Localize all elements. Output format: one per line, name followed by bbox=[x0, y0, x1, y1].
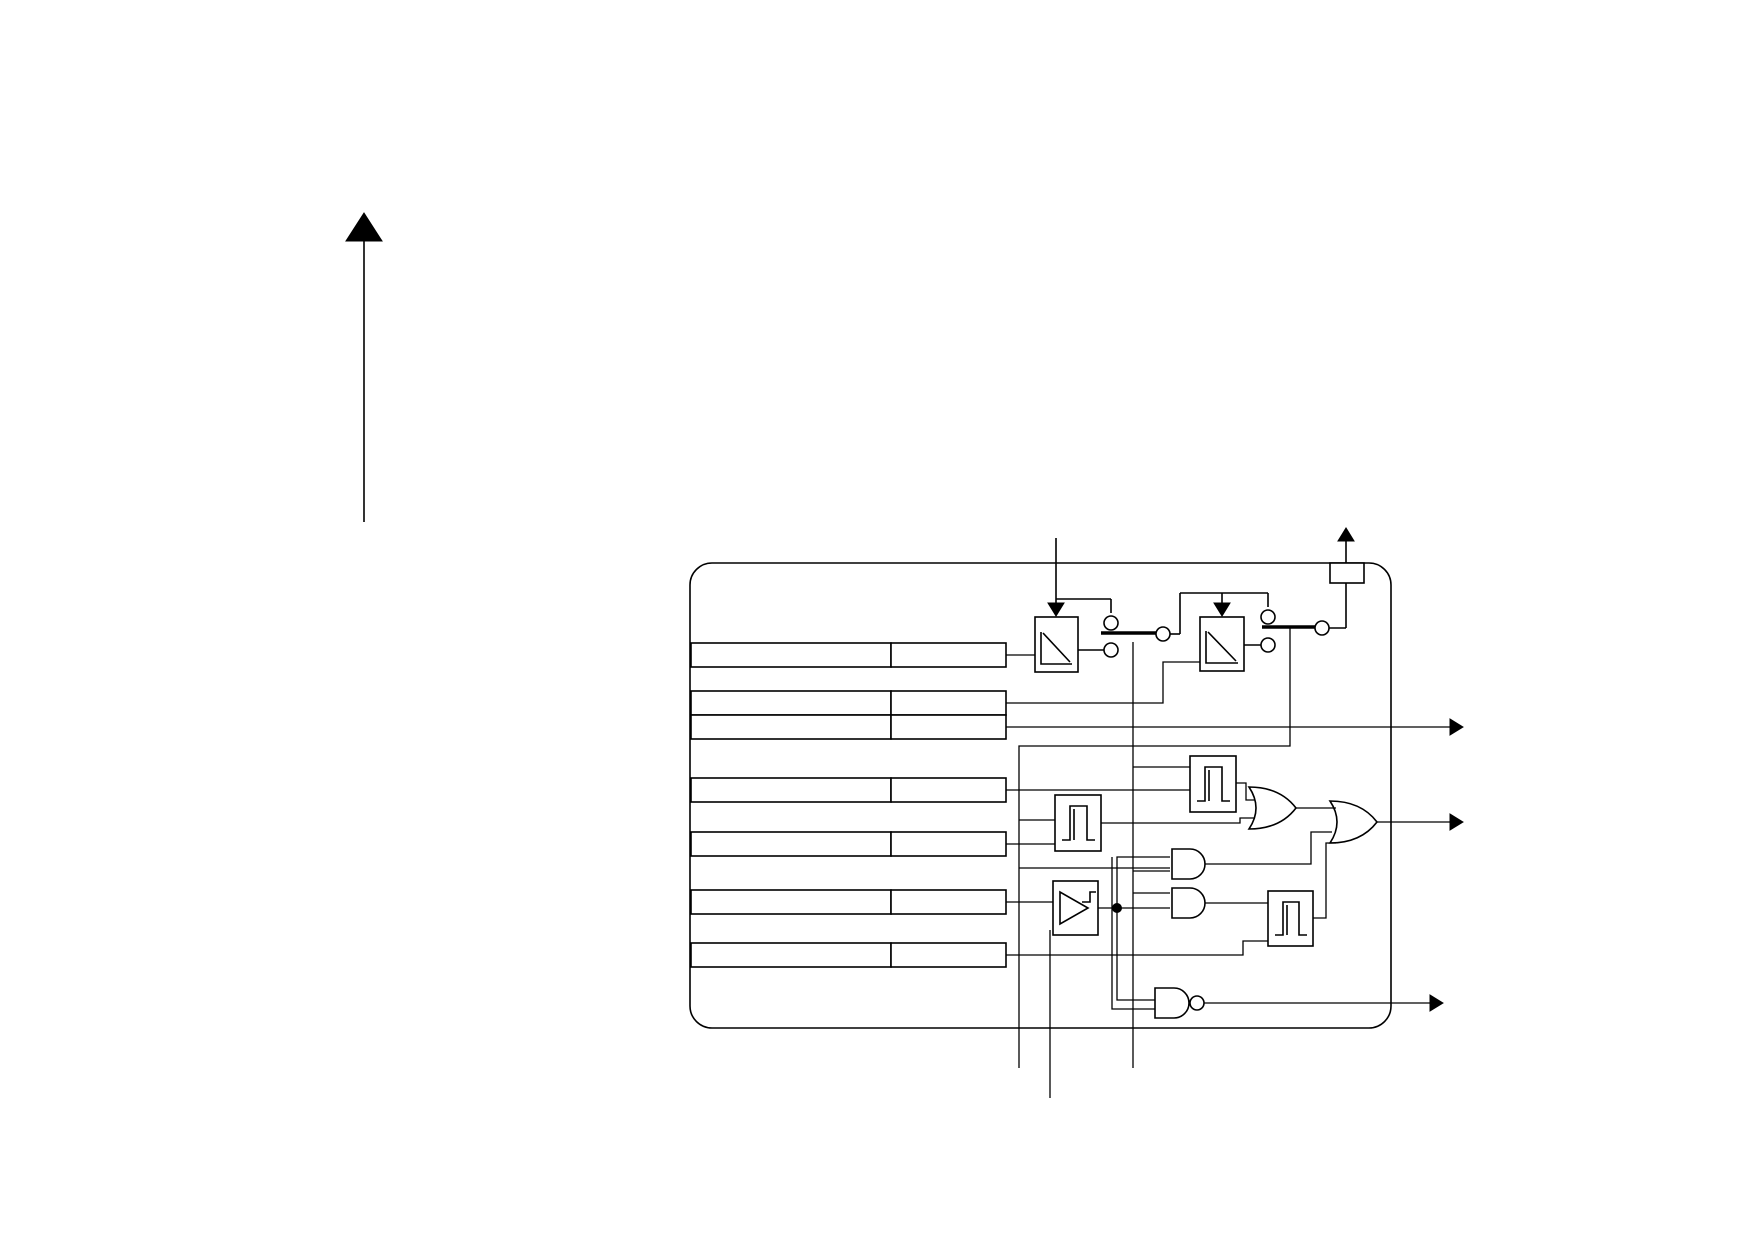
and-gate bbox=[1171, 887, 1268, 919]
delay-block bbox=[1199, 616, 1245, 672]
timer-block bbox=[1054, 794, 1102, 852]
contact bbox=[1314, 583, 1347, 636]
large-up-arrow bbox=[345, 212, 383, 522]
timer-block bbox=[1267, 842, 1336, 947]
contact bbox=[1056, 598, 1119, 658]
delay-block bbox=[1034, 616, 1079, 673]
amplifier-block bbox=[1052, 880, 1117, 936]
nand-gate bbox=[1154, 987, 1444, 1019]
wires bbox=[1019, 856, 1170, 1010]
parameter-row bbox=[690, 642, 1007, 668]
timer-block bbox=[1189, 755, 1237, 813]
parameter-row bbox=[690, 690, 1007, 716]
output-arrow bbox=[1449, 718, 1464, 736]
output-terminal bbox=[1329, 527, 1365, 584]
parameter-rows bbox=[690, 642, 1007, 968]
block-boundary bbox=[689, 562, 1392, 1029]
bus-lines bbox=[1018, 642, 1134, 1098]
or-gate bbox=[1296, 800, 1464, 844]
wires bbox=[1006, 628, 1450, 956]
parameter-row bbox=[690, 831, 1007, 857]
parameter-row bbox=[690, 889, 1007, 915]
input-arrow bbox=[1213, 593, 1231, 617]
parameter-row bbox=[690, 714, 1007, 740]
input-arrow bbox=[1047, 538, 1065, 617]
contact bbox=[1244, 593, 1276, 653]
parameter-row bbox=[690, 777, 1007, 803]
or-gate bbox=[1101, 782, 1298, 830]
parameter-row bbox=[690, 942, 1007, 968]
contact bbox=[1155, 592, 1268, 642]
and-gate bbox=[1171, 831, 1332, 880]
